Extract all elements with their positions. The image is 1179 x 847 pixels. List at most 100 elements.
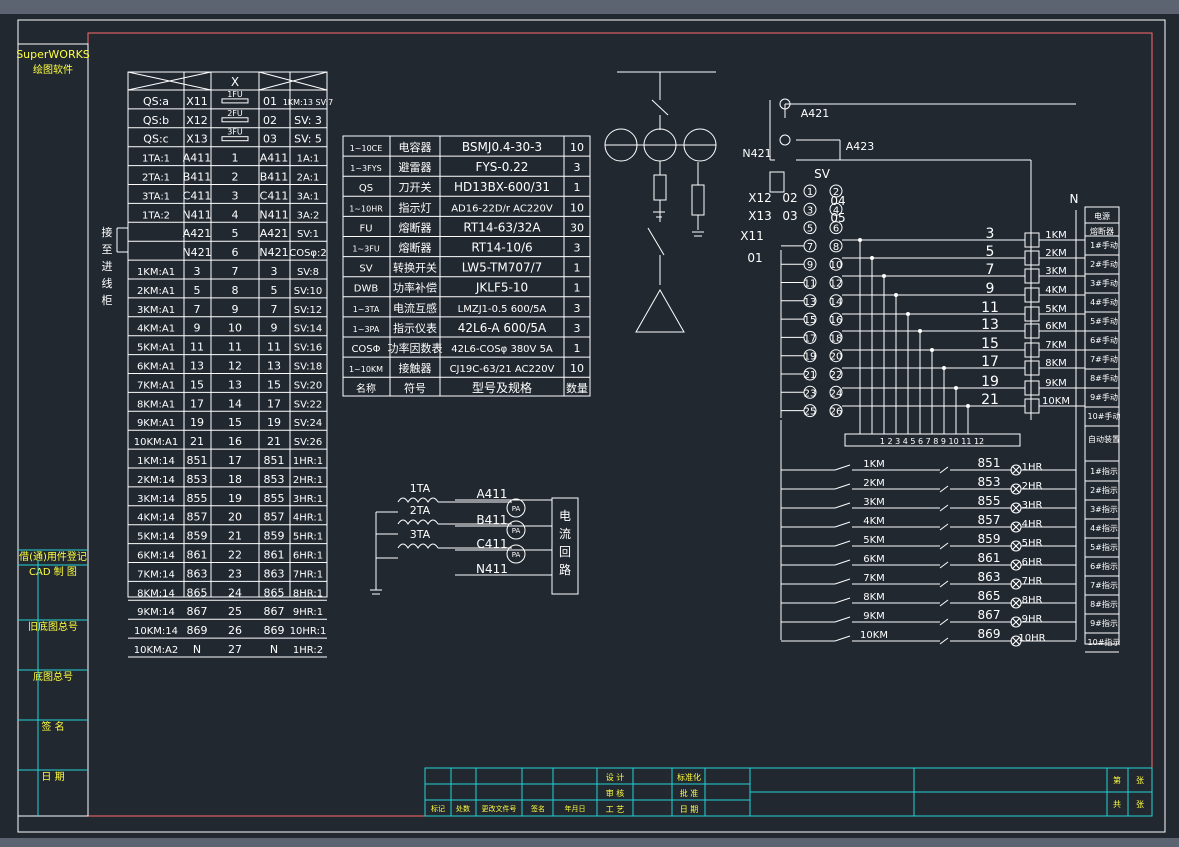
terminal-qs-num: 03 [263,133,277,146]
fuse-symbol [221,136,249,142]
sv-output-num: 11 [981,300,999,316]
ctl-term: 02 [782,191,797,205]
km-aux-contact [834,502,851,509]
wire-line [939,523,949,531]
terminal-number: 26 [228,624,242,637]
terminal-src: 10KM:A1 [134,437,178,448]
wire-line [939,485,949,493]
current-circuit-char: 回 [559,545,571,559]
parts-qty: 1 [574,282,581,295]
parts-qty: 10 [570,141,584,154]
legend-indicator: 3#指示 [1090,504,1118,514]
wire-line [1011,541,1021,551]
inner-frame [87,32,1153,817]
parts-code: 1~10KM [349,365,383,374]
terminal-dest: SV:8 [297,267,319,278]
side-label-char: 柜 [102,294,113,307]
wire-line [1011,636,1021,646]
symbol-circle [779,98,791,110]
parts-code: 1~3TA [353,305,380,314]
terminal-dest: 1HR:2 [293,645,323,656]
km-coil-box [1024,360,1040,376]
sv-contact-num: 14 [830,297,843,308]
legend-manual: 1#手动 [1090,240,1118,250]
bottom-status-strip [0,838,1179,847]
sv-contact-left [803,184,817,198]
parts-model: HD13BX-600/31 [454,180,550,194]
lamp-wire-num: 867 [978,608,1001,622]
ct-label: 2TA [410,504,431,517]
sv-contact-right [829,312,843,326]
terminal-wire: 19 [190,416,204,429]
terminal-src: 10KM:14 [134,626,178,637]
terminal-wire-right: N [270,643,278,656]
wire-line [939,542,949,550]
terminal-dest: 2A:1 [297,173,320,184]
terminal-number: 14 [228,397,242,410]
km-coil-label: 7KM [1045,340,1067,351]
legend-indicator: 7#指示 [1090,580,1118,590]
sv-contact-num: 15 [804,315,817,326]
sv-contact-num: 7 [807,242,813,253]
sv-contact-num: 26 [830,407,843,418]
symbol-circle [779,134,791,146]
parts-name: 指示仪表 [393,321,437,335]
terminal-dest: 7HR:1 [293,569,323,580]
sheet-label: 共 [1113,800,1121,809]
km-coil-label: 2KM [1045,248,1067,259]
lamp-label: 9HR [1022,614,1043,625]
parts-qty: 1 [574,262,581,275]
terminal-src: 10KM:A2 [134,645,178,656]
terminal-dest: SV:22 [294,399,322,410]
sv-output-num: 7 [986,262,995,278]
terminal-fuse-label: 1FU [227,90,243,99]
terminal-wire: 869 [187,624,208,637]
terminal-wire: 9 [194,322,201,335]
km-coil-box [1024,268,1040,284]
km-aux-contact [834,635,851,642]
terminal-src: 2KM:14 [137,475,175,486]
title-block-role: 审 核 [606,788,625,798]
sv-contact-right [829,367,843,381]
terminal-number: 9 [232,303,239,316]
terminal-number: 10 [228,322,242,335]
terminal-wire: 865 [187,586,208,599]
km-coil-box [1024,306,1040,322]
parts-code: SV [359,264,372,275]
lamp-km-label: 8KM [863,592,885,603]
sv-contact-num: 10 [830,260,843,271]
wire-line [1011,522,1021,532]
left-strip-label: 日 期 [41,771,64,783]
sv-contact-right [829,330,843,344]
parts-qty: 10 [570,201,584,214]
legend-indicator: 10#指示 [1088,637,1121,647]
current-circuit-box [551,497,579,595]
sv-contact-num: 11 [804,279,817,290]
sv-contact-num: 2 [833,187,839,198]
terminal-wire-right: A421 [260,227,289,240]
lamp-km-label: 1KM [863,459,885,470]
parts-qty: 数量 [566,382,588,395]
parts-qty: 3 [574,242,581,255]
legend-indicator: 4#指示 [1090,523,1118,533]
lamp-km-label: 2KM [863,478,885,489]
terminal-wire-right: 861 [264,549,285,562]
sv-contact-num: 22 [830,370,843,381]
parts-model: 型号及规格 [472,380,532,395]
parts-code: 1~3FU [352,245,379,254]
left-strip-label: 旧底图总号 [28,620,78,633]
ctl-term: 01 [747,251,762,265]
parts-name: 电容器 [399,140,432,154]
parts-model: LW5-TM707/7 [462,261,543,275]
lamp-wire-num: 861 [978,551,1001,565]
wire-line [258,71,328,91]
terminal-wire-right: B411 [260,171,289,184]
legend-head: 电源 [1094,211,1110,221]
km-coil-box [1024,323,1040,339]
left-strip-label: 借(通)用件登记 [19,550,87,563]
ct-wire-label: A411 [476,487,507,501]
terminal-number: 21 [228,530,242,543]
ctl-fuse-box [769,171,785,193]
parts-model: LMZJ1-0.5 600/5A [458,304,547,315]
